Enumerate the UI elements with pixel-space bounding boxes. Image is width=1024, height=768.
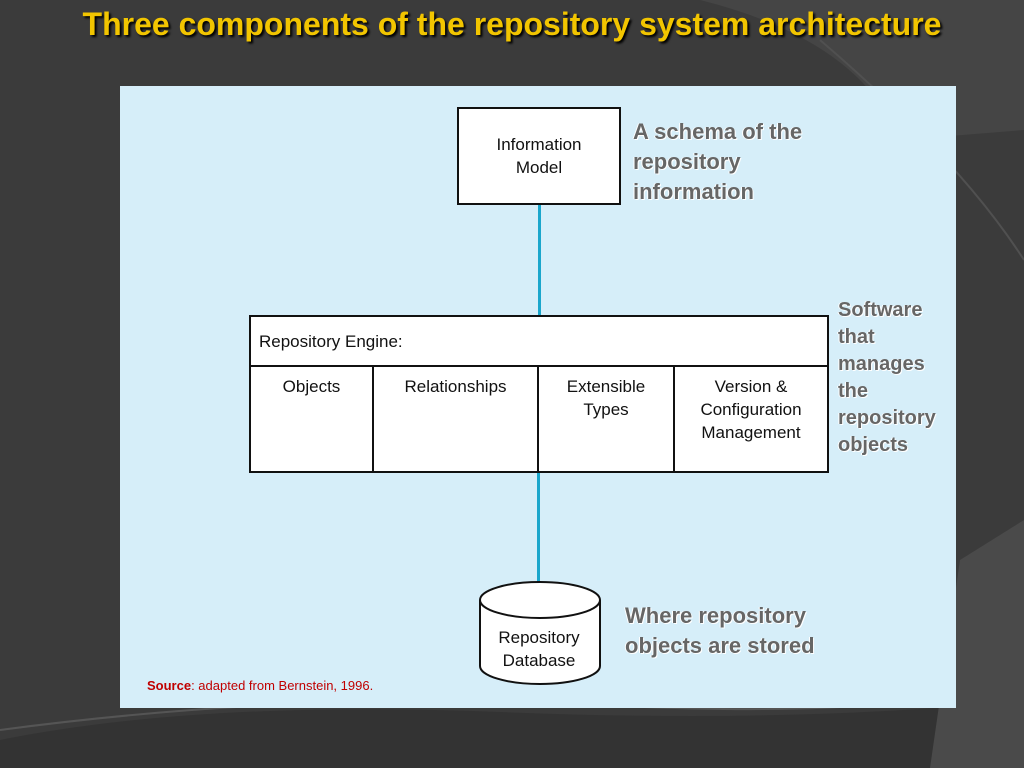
engine-cell-label: Configuration [700, 400, 802, 419]
database-label-line2: Database [502, 651, 576, 670]
annotation-line: Software [838, 299, 923, 321]
engine-cell-label: Version & [714, 377, 788, 396]
database-annotation: Where repository objects are stored [625, 601, 815, 661]
connector-model-engine [538, 205, 541, 315]
slide-title: Three components of the repository syste… [82, 6, 942, 42]
information-model-line2: Model [515, 158, 563, 177]
annotation-line: repository [633, 149, 741, 174]
source-citation: Source: adapted from Bernstein, 1996. [147, 678, 373, 693]
source-text: : adapted from Bernstein, 1996. [191, 678, 374, 693]
engine-cell-version-config: Version & Configuration Management [675, 367, 827, 471]
information-model-box: Information Model [457, 107, 621, 205]
database-label: Repository Database [480, 626, 598, 672]
source-label: Source [147, 678, 192, 693]
engine-cell-objects: Objects [251, 367, 374, 471]
annotation-line: objects are stored [625, 633, 815, 658]
annotation-line: objects [838, 434, 909, 456]
engine-cell-label: Types [583, 400, 629, 419]
information-model-line1: Information [496, 135, 582, 154]
engine-annotation: Software that manages the repository obj… [838, 297, 936, 459]
annotation-line: manages [838, 353, 925, 375]
engine-cell-extensible-types: Extensible Types [539, 367, 675, 471]
annotation-line: the [838, 380, 868, 402]
connector-engine-database [537, 473, 540, 585]
annotation-line: information [633, 179, 754, 204]
annotation-line: A schema of the [633, 119, 803, 144]
information-model-annotation: A schema of the repository information [633, 117, 802, 207]
repository-engine-header: Repository Engine: [251, 317, 827, 367]
engine-cell-label: Extensible [566, 377, 646, 396]
database-cylinder-icon [479, 581, 601, 685]
database-label-line1: Repository [498, 628, 580, 647]
engine-cell-label: Management [701, 423, 801, 442]
annotation-line: repository [838, 407, 936, 429]
annotation-line: Where repository [625, 603, 806, 628]
engine-cell-label: Relationships [404, 377, 507, 396]
annotation-line: that [838, 326, 875, 348]
repository-engine-box: Repository Engine: Objects Relationships… [249, 315, 829, 473]
engine-cell-relationships: Relationships [374, 367, 539, 471]
engine-cell-label: Objects [282, 377, 341, 396]
